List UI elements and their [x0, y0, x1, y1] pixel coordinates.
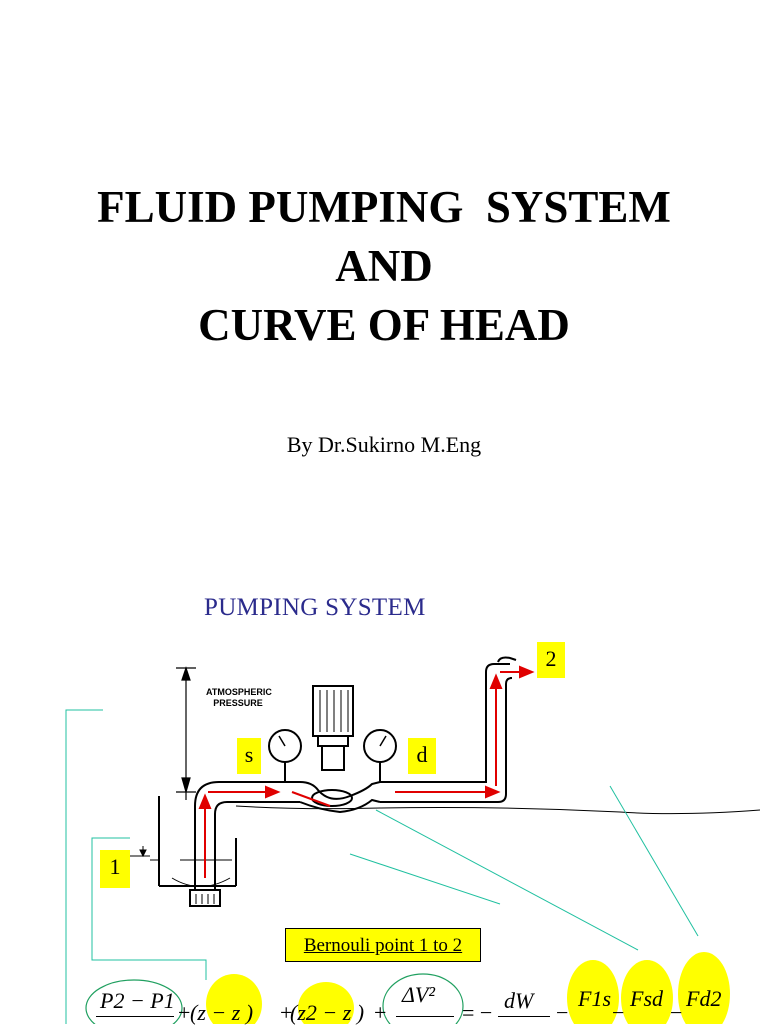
fraction-bar-1	[96, 1016, 174, 1017]
pump-assembly	[299, 685, 381, 814]
pumping-system-diagram	[65, 656, 761, 1024]
discharge-gauge	[363, 729, 397, 782]
label-suction: s	[237, 738, 261, 774]
flow-arrows	[198, 665, 535, 878]
title-line-2: AND	[335, 241, 433, 291]
ground-line	[235, 805, 761, 815]
pumping-system-slide: PUMPING SYSTEM	[0, 560, 768, 1025]
level-marker	[130, 846, 150, 858]
equals-sign: = −	[462, 1000, 493, 1025]
label-point-2: 2	[537, 642, 565, 678]
term-velocity: ΔV²	[402, 982, 435, 1007]
term-work: dW	[504, 988, 534, 1013]
author-byline: By Dr.Sukirno M.Eng	[286, 432, 482, 457]
bernoulli-label: Bernouli point 1 to 2	[285, 928, 481, 962]
equation-outlines	[85, 973, 464, 1024]
title-line-3: CURVE OF HEAD	[198, 300, 570, 350]
discharge-pipe	[380, 656, 517, 803]
term-friction-sd: Fsd	[630, 986, 663, 1011]
elevation-marker	[176, 666, 196, 800]
term-elevation-1: (z − z )	[190, 1000, 254, 1025]
equation-highlights	[206, 952, 730, 1024]
bernoulli-equation: P2 − P1 + (z − z ) + (z2 − z ) + ΔV² = −…	[0, 560, 768, 1025]
main-title: FLUID PUMPING SYSTEM AND CURVE OF HEAD	[0, 178, 768, 355]
term-friction-d2: Fd2	[686, 986, 722, 1011]
atmospheric-pressure-label: ATMOSPHERIC PRESSURE	[206, 687, 272, 708]
suction-pipe	[189, 781, 300, 907]
label-discharge: d	[408, 738, 436, 774]
term-elevation-2: (z2 − z )	[290, 1000, 365, 1025]
term-pressure: P2 − P1	[100, 988, 175, 1013]
term-friction-1s: F1s	[578, 986, 611, 1011]
suction-gauge	[268, 729, 302, 782]
slide-title: PUMPING SYSTEM	[204, 594, 426, 621]
fraction-bar-2	[396, 1016, 454, 1017]
fraction-bar-3	[498, 1016, 550, 1017]
title-slide: FLUID PUMPING SYSTEM AND CURVE OF HEAD B…	[0, 178, 768, 457]
title-line-1: FLUID PUMPING SYSTEM	[97, 182, 671, 232]
connector-lines	[65, 709, 699, 1024]
label-point-1: 1	[100, 850, 130, 888]
